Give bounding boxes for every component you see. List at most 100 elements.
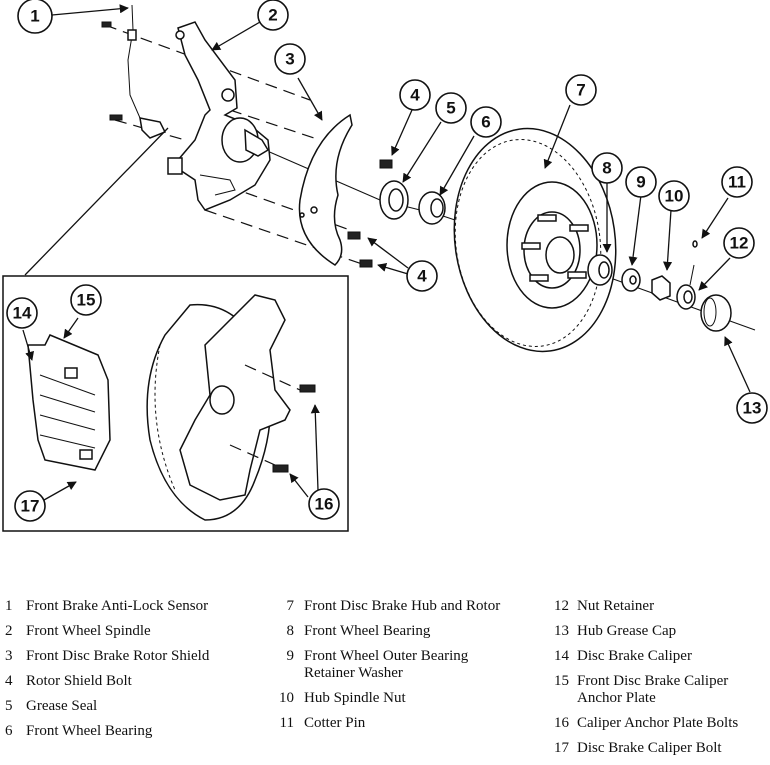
svg-text:11: 11 <box>728 173 746 192</box>
legend-number: 15 <box>554 673 569 689</box>
legend-label: Disc Brake Caliper Bolt <box>577 740 722 756</box>
legend-item: 16 Caliper Anchor Plate Bolts <box>545 715 770 732</box>
abs-sensor <box>101 4 167 139</box>
leader-lines <box>22 4 751 501</box>
legend-item: 3 Front Disc Brake Rotor Shield <box>0 648 209 665</box>
legend-label: Front Wheel Bearing <box>304 623 431 639</box>
legend-label: Front Wheel Outer Bearing Retainer Washe… <box>304 648 469 681</box>
callout-12: 12 <box>723 227 755 259</box>
legend-label: Caliper Anchor Plate Bolts <box>577 715 739 731</box>
legend-number: 5 <box>5 698 13 714</box>
retainer-washer <box>621 268 641 292</box>
svg-text:5: 5 <box>446 99 455 118</box>
svg-text:4: 4 <box>410 86 420 105</box>
legend-label: Disc Brake Caliper <box>577 648 692 664</box>
legend-number: 17 <box>554 740 569 756</box>
callout-1: 1 <box>17 0 53 34</box>
callout-5: 5 <box>435 92 467 124</box>
svg-text:2: 2 <box>268 6 277 25</box>
legend-number: 2 <box>5 623 13 639</box>
legend-item: 14 Disc Brake Caliper <box>545 648 770 665</box>
legend-number: 4 <box>5 673 13 689</box>
legend-number: 9 <box>286 648 295 664</box>
svg-text:17: 17 <box>21 497 40 516</box>
legend-number: 14 <box>554 648 569 664</box>
outer-bearing <box>587 254 613 286</box>
legend-item: 11 Cotter Pin <box>270 715 505 732</box>
svg-text:16: 16 <box>315 495 334 514</box>
cotter-pin <box>689 240 698 286</box>
callout-3: 3 <box>274 43 306 75</box>
legend-item: 8 Front Wheel Bearing <box>270 623 505 640</box>
legend-item: 7 Front Disc Brake Hub and Rotor <box>270 598 505 615</box>
legend-label: Front Disc Brake Caliper Anchor Plate <box>577 673 729 706</box>
legend-number: 10 <box>279 690 294 706</box>
svg-text:15: 15 <box>77 291 96 310</box>
callout-6: 6 <box>470 106 502 138</box>
legend-item: 4 Rotor Shield Bolt <box>0 673 209 690</box>
callout-8: 8 <box>591 152 623 184</box>
callout-7: 7 <box>565 74 597 106</box>
legend-item: 9 Front Wheel Outer Bearing Retainer Wash… <box>270 648 505 682</box>
grease-cap <box>700 294 732 332</box>
callout-9: 9 <box>625 166 657 198</box>
legend-item: 17 Disc Brake Caliper Bolt <box>545 740 770 757</box>
callout-4-top: 4 <box>399 79 431 111</box>
svg-text:8: 8 <box>602 159 611 178</box>
legend-number: 13 <box>554 623 569 639</box>
legend-label: Front Disc Brake Rotor Shield <box>26 648 210 664</box>
callout-10: 10 <box>658 180 690 212</box>
legend-number: 3 <box>5 648 13 664</box>
legend-item: 2 Front Wheel Spindle <box>0 623 209 640</box>
legend-number: 12 <box>554 598 569 614</box>
svg-text:7: 7 <box>576 81 585 100</box>
svg-text:6: 6 <box>481 113 490 132</box>
svg-text:13: 13 <box>743 399 762 418</box>
legend-number: 7 <box>286 598 295 614</box>
legend-label: Front Wheel Spindle <box>26 623 151 639</box>
svg-text:12: 12 <box>730 234 749 253</box>
legend-label: Front Disc Brake Hub and Rotor <box>304 598 501 614</box>
legend-number: 8 <box>286 623 295 639</box>
legend-number: 16 <box>554 715 569 731</box>
legend-item: 5 Grease Seal <box>0 698 209 715</box>
legend-number: 1 <box>5 598 13 614</box>
legend-label: Grease Seal <box>26 698 98 714</box>
callout-16: 16 <box>308 488 340 520</box>
legend-item: 6 Front Wheel Bearing <box>0 723 209 740</box>
legend-label: Rotor Shield Bolt <box>26 673 132 689</box>
legend-label: Front Wheel Bearing <box>26 723 153 739</box>
legend-label: Cotter Pin <box>304 715 366 731</box>
caliper-inset <box>2 127 349 532</box>
callout-17: 17 <box>14 490 46 522</box>
legend-item: 13 Hub Grease Cap <box>545 623 770 640</box>
svg-text:9: 9 <box>636 173 645 192</box>
legend-number: 6 <box>5 723 13 739</box>
callout-2: 2 <box>257 0 289 31</box>
grease-seal <box>379 180 409 220</box>
svg-text:10: 10 <box>665 187 684 206</box>
callout-11: 11 <box>721 166 753 198</box>
hub-rotor <box>453 127 617 353</box>
legend-label: Front Brake Anti-Lock Sensor <box>26 598 209 614</box>
callout-13: 13 <box>736 392 768 424</box>
callout-14: 14 <box>6 297 38 329</box>
rotor-shield-bolts <box>347 159 393 268</box>
svg-text:3: 3 <box>285 50 294 69</box>
legend-item: 15 Front Disc Brake Caliper Anchor Plate <box>545 673 770 707</box>
callout-4-bottom: 4 <box>406 260 438 292</box>
rotor-shield <box>298 113 353 266</box>
nut-retainer <box>676 284 696 310</box>
legend-number: 11 <box>279 715 294 731</box>
svg-text:4: 4 <box>417 267 427 286</box>
legend-label: Hub Grease Cap <box>577 623 677 639</box>
callout-15: 15 <box>70 284 102 316</box>
exploded-view-diagram: 1 2 3 4 5 6 7 8 9 10 11 12 13 4 14 15 16… <box>2 0 768 532</box>
legend-item: 1 Front Brake Anti-Lock Sensor <box>0 598 209 615</box>
